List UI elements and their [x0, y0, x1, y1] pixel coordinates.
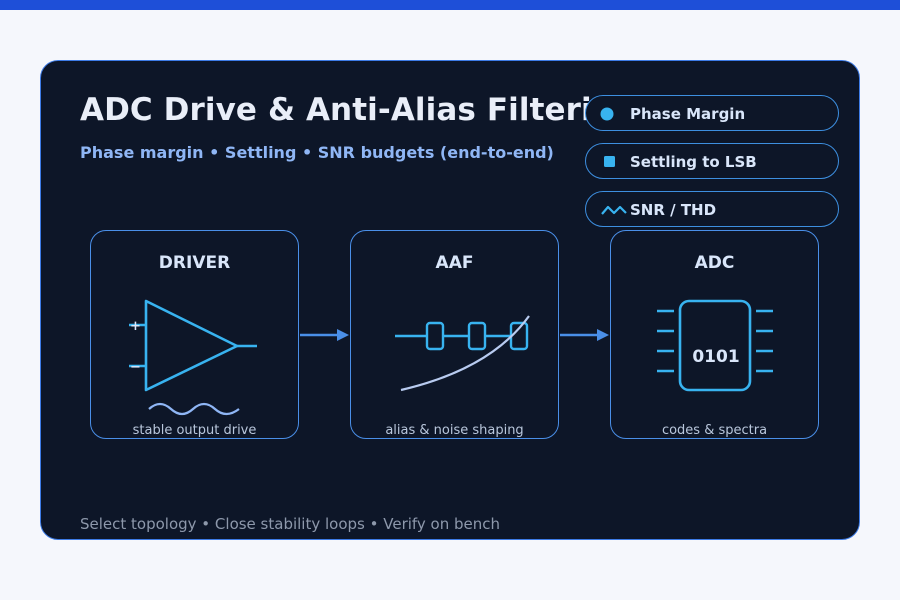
- diagram-subtitle: Phase margin • Settling • SNR budgets (e…: [80, 143, 554, 162]
- wave-icon: [601, 205, 627, 215]
- adc-block: ADC 0101 codes & spectra: [610, 230, 819, 439]
- legend-settling: Settling to LSB: [585, 143, 839, 179]
- legend-label: Settling to LSB: [630, 153, 757, 171]
- op-amp-icon: [129, 299, 257, 416]
- square-icon: [604, 156, 615, 167]
- block-title: DRIVER: [158, 253, 231, 273]
- arrow-aaf-to-adc: [560, 329, 609, 341]
- filter-ladder-icon: [395, 315, 530, 392]
- legend-phase-margin: Phase Margin: [585, 95, 839, 131]
- dot-icon: [600, 107, 614, 121]
- block-title: ADC: [694, 253, 735, 273]
- adc-chip-icon: 0101: [657, 299, 773, 392]
- plus-input-label: +: [130, 319, 141, 334]
- footer-steps: Select topology • Close stability loops …: [80, 515, 501, 533]
- block-caption: stable output drive: [132, 423, 257, 438]
- aaf-block: AAF alias & noise shaping: [350, 230, 559, 439]
- arrow-driver-to-aaf: [300, 329, 349, 341]
- input-polarity-marks: + −: [130, 319, 141, 373]
- block-title: AAF: [435, 253, 474, 273]
- legend-label: Phase Margin: [630, 105, 746, 123]
- chip-code-label: 0101: [692, 347, 739, 367]
- legend-snr-thd: SNR / THD: [585, 191, 839, 227]
- legend-label: SNR / THD: [630, 201, 717, 219]
- minus-input-label: −: [130, 360, 141, 373]
- diagram-title: ADC Drive & Anti-Alias Filtering: [80, 92, 637, 128]
- block-caption: codes & spectra: [661, 423, 768, 438]
- driver-block: DRIVER + − stable output drive: [90, 230, 299, 439]
- block-caption: alias & noise shaping: [385, 423, 524, 438]
- top-accent-bar: [0, 0, 900, 10]
